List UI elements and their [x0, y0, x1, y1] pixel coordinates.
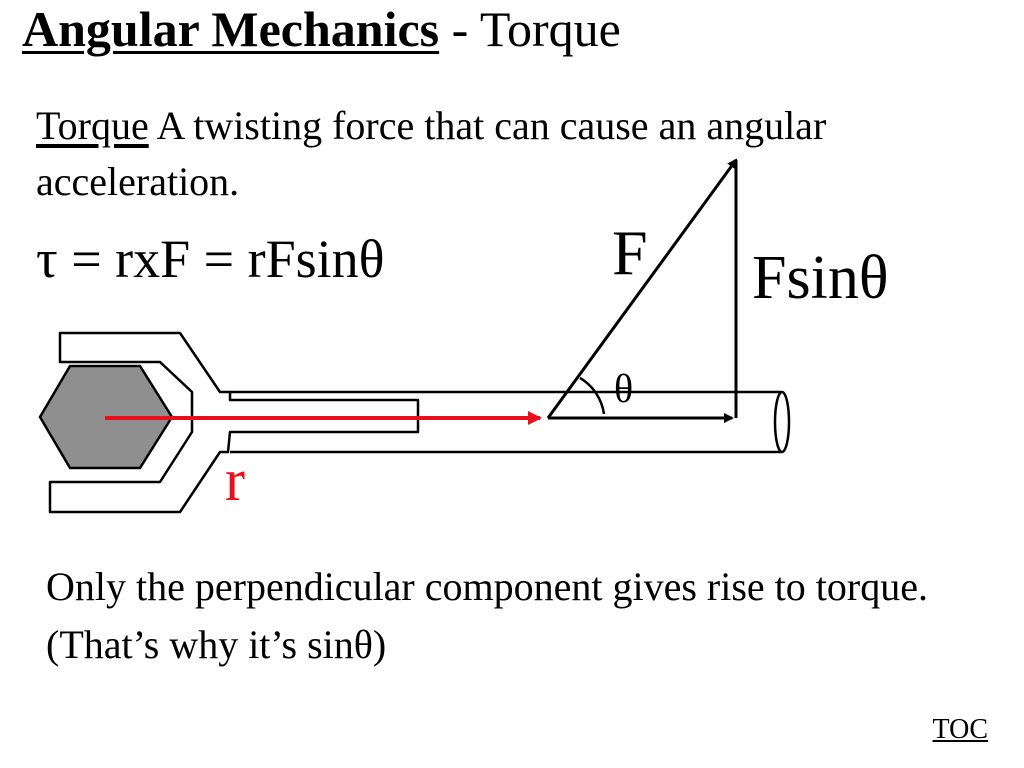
toc-link[interactable]: TOC: [932, 714, 989, 745]
angle-label: θ: [614, 366, 633, 411]
angle-arc: [579, 376, 606, 415]
title-sub: - Torque: [439, 1, 621, 57]
torque-formula: τ = rxF = rFsinθ: [36, 229, 385, 289]
perpendicular-note: Only the perpendicular component gives r…: [46, 564, 928, 667]
title-main: Angular Mechanics: [22, 1, 440, 57]
component-label: Fsinθ: [752, 244, 889, 312]
handle-end: [773, 390, 791, 454]
force-label: F: [612, 217, 648, 288]
wrench-jaw: [48, 331, 420, 514]
definition-term: Torque: [36, 103, 149, 148]
radius-label: r: [225, 447, 245, 513]
slide-title: Angular Mechanics - Torque: [22, 2, 621, 57]
force-arrow: [546, 158, 738, 419]
torque-definition: Torque A twisting force that can cause a…: [36, 98, 916, 210]
definition-text: A twisting force that can cause an angul…: [36, 103, 827, 204]
